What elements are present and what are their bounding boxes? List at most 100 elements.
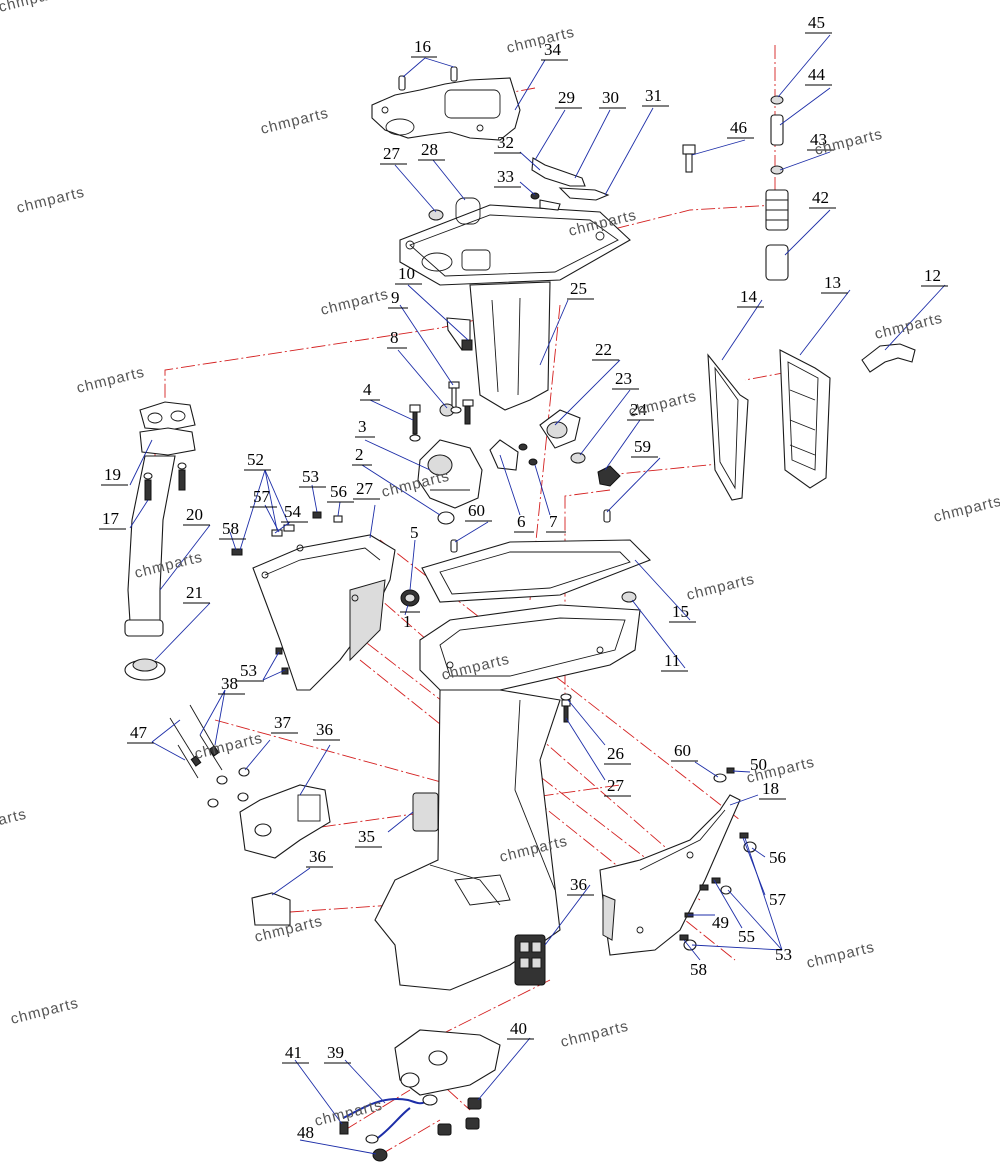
watermark-text: chmparts	[805, 939, 877, 972]
watermark-text: chmparts	[15, 184, 87, 217]
watermark-text: chmparts	[9, 995, 81, 1028]
callout-30: 29	[558, 88, 575, 107]
callout-59a: 58	[222, 519, 239, 538]
callout-32: 31	[645, 86, 662, 105]
callout-41: 39	[327, 1043, 344, 1062]
callout-24: 24	[630, 400, 648, 419]
anode-plate-and-seals-part	[489, 409, 621, 487]
bolts-17-part	[143, 462, 187, 501]
bracket-38-part	[239, 784, 331, 859]
side-screen-14-part	[707, 353, 749, 501]
callout-36a: 35	[358, 827, 375, 846]
watermark-text: chmparts	[627, 388, 699, 421]
callout-labels: 16 34 29 30 31 32 33 27 28 46 45 44 43 4…	[99, 13, 948, 1142]
callout-56a: 54	[284, 502, 302, 521]
callout-44: 42	[812, 188, 829, 207]
callout-22: 22	[595, 340, 612, 359]
callout-8: 8	[390, 328, 399, 347]
exhaust-pipe-assembly-part	[124, 401, 196, 681]
callout-49: 47	[130, 723, 148, 742]
watermark-text: chmparts	[685, 571, 757, 604]
callout-14: 14	[740, 287, 758, 306]
hose-elbow-12-part	[861, 343, 916, 373]
callout-7: 7	[549, 512, 558, 531]
callout-58b: 57	[769, 890, 787, 909]
left-fastener-set-part	[231, 511, 343, 675]
dowel-pins-60-part	[450, 509, 611, 553]
bolt-26-27-part	[560, 693, 572, 723]
plug-and-seal-parts	[428, 197, 481, 225]
side-screen-13-part	[779, 349, 831, 489]
callout-58a: 57	[253, 487, 271, 506]
callout-16: 16	[414, 37, 431, 56]
callout-53b: 53	[775, 945, 792, 964]
right-side-cover-part	[599, 794, 741, 956]
callout-25: 25	[570, 279, 587, 298]
watermark-text: chmparts	[505, 24, 577, 57]
callout-17: 17	[102, 509, 120, 528]
callout-15: 15	[672, 602, 689, 621]
bolt-48-part	[682, 144, 696, 173]
callout-31: 30	[602, 88, 619, 107]
callout-26: 26	[607, 744, 624, 763]
top-gasket-part	[371, 77, 521, 141]
drive-shaft-housing-part	[374, 604, 641, 991]
callout-48: 46	[730, 118, 747, 137]
watermark-text: chmparts	[259, 105, 331, 138]
callout-38: 36	[316, 720, 333, 739]
callout-50: 48	[297, 1123, 314, 1142]
callout-2: 2	[355, 445, 364, 464]
watermark-text: chmparts	[75, 364, 147, 397]
callout-1: 1	[403, 612, 412, 631]
callout-18: 18	[762, 779, 779, 798]
callout-28: 27	[383, 144, 401, 163]
watermark-text: chmparts	[319, 286, 391, 319]
watermark-text: chmparts	[0, 0, 69, 16]
callout-11: 11	[664, 651, 680, 670]
watermark-text: chmparts	[193, 730, 265, 763]
callout-3: 3	[358, 417, 367, 436]
callout-13: 13	[824, 273, 841, 292]
callout-19: 19	[104, 465, 121, 484]
callout-60b: 60	[468, 501, 485, 520]
callout-12: 12	[924, 266, 941, 285]
grommet-5-part	[400, 589, 420, 607]
callout-21: 21	[186, 583, 203, 602]
callout-56b: 55	[738, 927, 755, 946]
callout-55: 53	[240, 661, 257, 680]
callout-39: 37	[274, 713, 292, 732]
water-filter-stack-part	[765, 95, 789, 281]
callout-27b: 27	[607, 776, 625, 795]
callout-52: 50	[750, 755, 767, 774]
callout-43: 41	[285, 1043, 302, 1062]
lower-bracket-42-part	[394, 1029, 501, 1136]
rubber-damper-36-part	[412, 792, 546, 986]
callout-29: 28	[421, 140, 438, 159]
plug-11-part	[621, 591, 637, 603]
callout-35: 34	[544, 40, 562, 59]
watermark-text: chmparts	[932, 493, 1000, 526]
callout-53a: 52	[247, 450, 264, 469]
callout-60a: 59	[634, 437, 651, 456]
callout-6: 6	[517, 512, 526, 531]
callout-34: 33	[497, 167, 514, 186]
callout-33: 32	[497, 133, 514, 152]
ground-wire-41-part	[339, 1094, 438, 1162]
watermark-text: chmparts	[559, 1018, 631, 1051]
callout-45: 43	[810, 130, 827, 149]
callout-leader-lines	[129, 34, 946, 1155]
callout-36b: 36	[570, 875, 587, 894]
housing-gasket-15-part	[421, 539, 651, 603]
callout-51: 49	[712, 913, 729, 932]
dowel-pins-part	[398, 66, 458, 91]
water-hose-fittings-part	[530, 157, 610, 211]
callout-61: 60	[674, 741, 691, 760]
watermark-text: chmparts	[313, 1097, 385, 1130]
callout-5: 5	[410, 523, 419, 542]
bolts-and-clamp-part	[439, 317, 474, 425]
watermark-text: chmparts	[873, 310, 945, 343]
callout-59b: 58	[690, 960, 707, 979]
callout-20: 20	[186, 505, 203, 524]
callout-4: 4	[363, 380, 372, 399]
